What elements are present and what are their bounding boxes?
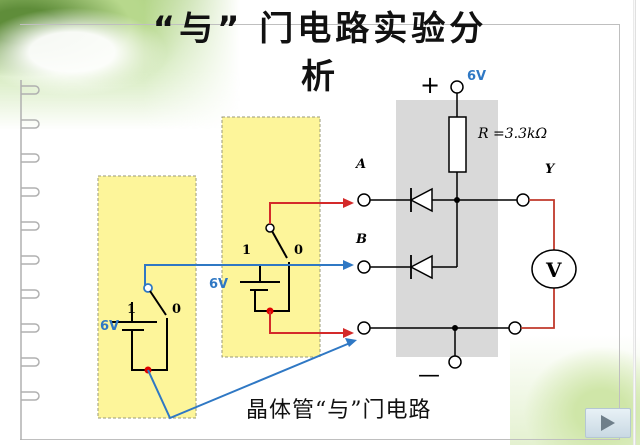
- supply-plus-label: +: [420, 71, 440, 99]
- switch-a-assembly: [240, 198, 354, 338]
- slide-title: “与” 门电路实验分: [152, 9, 488, 49]
- switch-b-panel: [97, 175, 197, 419]
- switch-a-feed-wire: [269, 202, 345, 224]
- switch-a-voltage-label: 6V: [209, 277, 228, 292]
- output-y-terminal: [516, 193, 530, 207]
- notebook-frame: [20, 24, 620, 440]
- diode-a: [409, 187, 433, 213]
- input-a-label: A: [354, 157, 366, 172]
- voltmeter-label: V: [545, 258, 562, 282]
- switch-a-pos-1-label: 1: [242, 243, 251, 258]
- switch-b-assembly: [111, 260, 357, 420]
- switch-b-pos-0-label: 0: [172, 302, 181, 317]
- input-b-label: B: [355, 232, 367, 247]
- resistor-label: R =3.3kΩ: [477, 126, 547, 142]
- switch-b-pos-1-label: 1: [127, 302, 136, 317]
- next-slide-button[interactable]: [585, 408, 631, 438]
- junction-dot: [454, 197, 460, 203]
- decorative-leaf-background: [0, 0, 240, 130]
- resistor: [448, 116, 467, 173]
- switch-b-feed-wire: [144, 264, 345, 286]
- supply-plus-terminal: [450, 80, 464, 94]
- input-b-terminal: [357, 260, 371, 274]
- voltmeter-wire: [529, 199, 555, 250]
- switch-b-output-wire: [147, 342, 351, 420]
- voltmeter-wire: [521, 288, 555, 329]
- ground-input-terminal: [357, 321, 371, 335]
- play-triangle-icon: [601, 415, 615, 431]
- gate-panel: [396, 100, 498, 357]
- diagram-caption: 晶体管“与”门电路: [246, 398, 432, 423]
- input-a-terminal: [357, 193, 371, 207]
- diode-b: [409, 254, 433, 280]
- slide-title-continued: 析: [301, 57, 339, 97]
- output-y-label: Y: [545, 162, 556, 177]
- supply-minus-label: —: [418, 363, 440, 388]
- output-ground-terminal: [508, 321, 522, 335]
- notebook-spiral-binding: [20, 80, 40, 440]
- voltmeter: [531, 249, 577, 289]
- supply-minus-terminal: [448, 355, 462, 369]
- supply-voltage-label: 6V: [467, 69, 486, 84]
- page-edge-bar: [633, 0, 636, 445]
- switch-a-pos-0-label: 0: [294, 243, 303, 258]
- switch-a-output-wire: [269, 311, 345, 334]
- switch-b-voltage-label: 6V: [100, 319, 119, 334]
